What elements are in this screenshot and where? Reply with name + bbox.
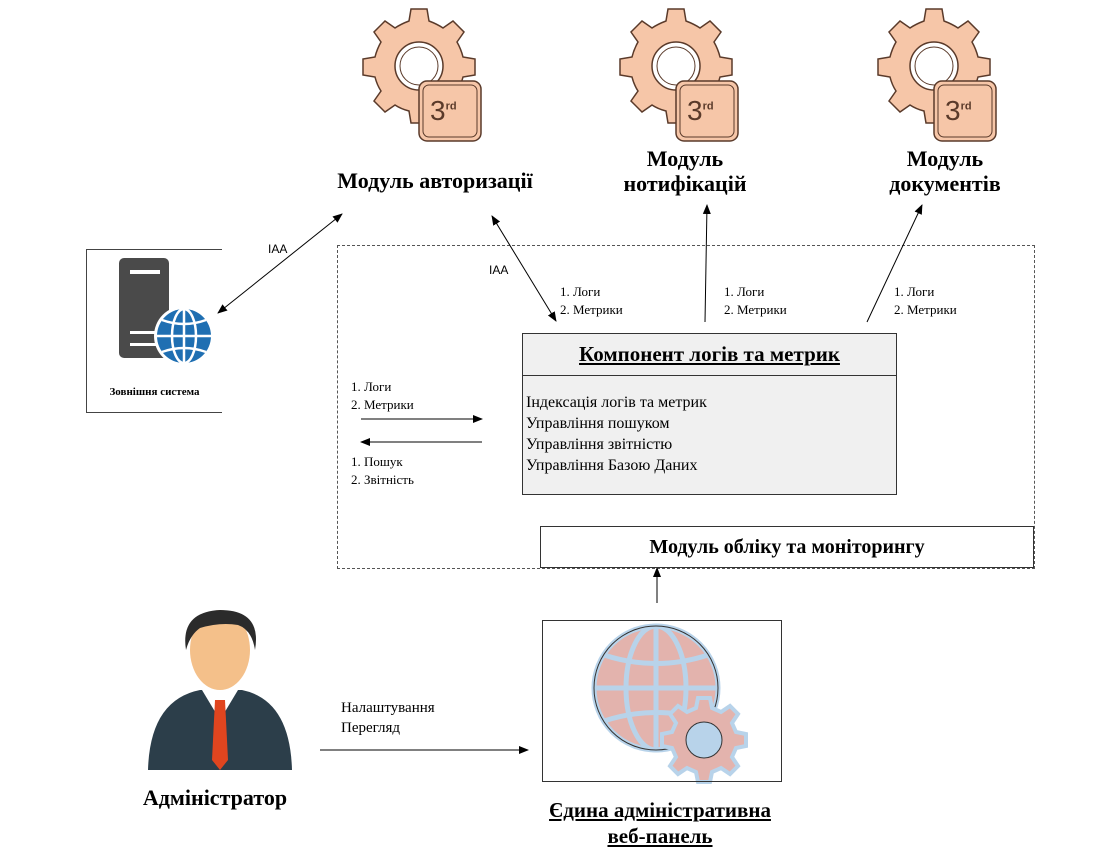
- auth-gear-icon: [362, 8, 482, 142]
- view-action: Перегляд: [341, 720, 401, 736]
- logs-metrics-label-documents: 1. Логи 2. Метрики: [894, 283, 957, 319]
- reports-item: 2. Звітність: [351, 472, 414, 487]
- logs-item: 1. Логи: [351, 379, 392, 394]
- logs-metrics-label-in: 1. Логи 2. Метрики: [351, 378, 414, 414]
- metrics-item: 2. Метрики: [724, 302, 787, 317]
- search-item: 1. Пошук: [351, 454, 403, 469]
- web-panel-box: [542, 620, 782, 782]
- external-system-label: Зовнішня система: [109, 386, 200, 398]
- arrow-auth-component: [491, 215, 557, 322]
- documents-module-title: Модуль документів: [860, 146, 1030, 196]
- metrics-item: 2. Метрики: [351, 397, 414, 412]
- arrow-component-notifications: [702, 204, 711, 323]
- external-system-box: Зовнішня система: [86, 249, 222, 413]
- feature-item: Управління пошуком: [526, 415, 670, 432]
- search-reports-label: 1. Пошук 2. Звітність: [351, 453, 414, 489]
- component-features: Індексація логів та метрик Управління по…: [523, 376, 896, 476]
- admin-actions-label: Налаштування Перегляд: [341, 698, 435, 738]
- admin-avatar-icon: [148, 610, 292, 770]
- notifications-title-line2: нотифікацій: [623, 171, 747, 196]
- monitoring-module: Модуль обліку та моніторингу: [540, 526, 1034, 568]
- web-panel-title-line2: веб-панель: [607, 824, 713, 848]
- component-title: Компонент логів та метрик: [523, 334, 896, 376]
- logs-metrics-component: Компонент логів та метрик Індексація лог…: [522, 333, 897, 495]
- auth-module-title: Модуль авторизації: [337, 168, 533, 193]
- metrics-item: 2. Метрики: [894, 302, 957, 317]
- arrow-ext-auth: [217, 213, 343, 314]
- iaa-label-ext: IAA: [268, 242, 288, 256]
- feature-item: Управління звітністю: [526, 436, 673, 453]
- notifications-gear-icon: [619, 8, 739, 142]
- web-panel-gear-icon: [660, 696, 748, 784]
- notifications-3rd-badge: 3rd: [687, 95, 714, 126]
- web-panel-title-line1: Єдина адміністративна: [549, 798, 771, 822]
- documents-gear-icon: [877, 8, 997, 142]
- feature-item: Управління Базою Даних: [526, 457, 698, 474]
- documents-3rd-badge: 3rd: [945, 95, 972, 126]
- globe-icon: [154, 306, 214, 366]
- web-panel-title: Єдина адміністративна веб-панель: [520, 797, 800, 849]
- notifications-title-line1: Модуль: [646, 146, 724, 171]
- auth-3rd-badge: 3rd: [430, 95, 457, 126]
- logs-metrics-label-notifications: 1. Логи 2. Метрики: [724, 283, 787, 319]
- feature-item: Індексація логів та метрик: [526, 394, 707, 411]
- logs-item: 1. Логи: [724, 284, 765, 299]
- metrics-item: 2. Метрики: [560, 302, 623, 317]
- logs-metrics-label-auth: 1. Логи 2. Метрики: [560, 283, 623, 319]
- system-boundary: [337, 245, 1035, 569]
- admin-label: Адміністратор: [142, 785, 288, 810]
- notifications-module-title: Модуль нотифікацій: [600, 146, 770, 196]
- iaa-label-auth: IAA: [489, 263, 509, 277]
- logs-item: 1. Логи: [894, 284, 935, 299]
- settings-action: Налаштування: [341, 700, 435, 716]
- arrow-component-documents: [866, 204, 923, 323]
- logs-item: 1. Логи: [560, 284, 601, 299]
- documents-title-line1: Модуль: [906, 146, 984, 171]
- documents-title-line2: документів: [889, 171, 1001, 196]
